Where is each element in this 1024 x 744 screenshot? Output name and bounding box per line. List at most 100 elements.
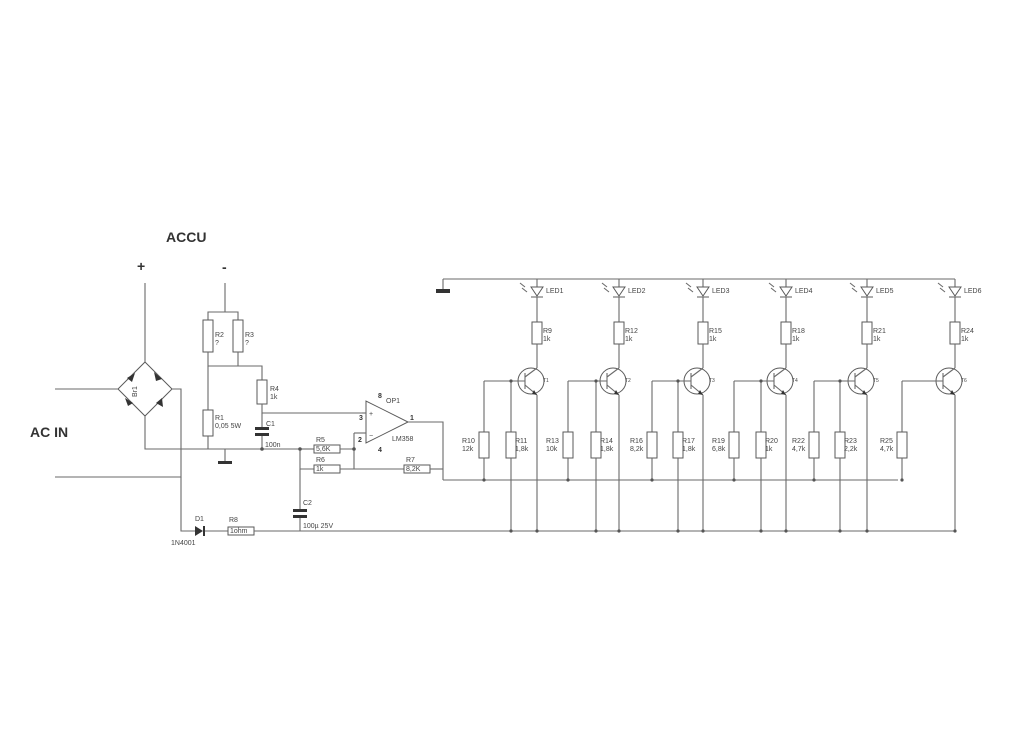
t5-label: T5 xyxy=(873,378,879,384)
led-1-label: LED1 xyxy=(546,288,564,295)
opamp-lm358: + − xyxy=(365,400,410,444)
resistor-r18 xyxy=(780,321,792,345)
led-3-label: LED3 xyxy=(712,288,730,295)
resistor-r22 xyxy=(808,431,820,459)
capacitor-c1 xyxy=(255,427,269,430)
resistor-r2 xyxy=(202,319,214,353)
r11-name: R11 xyxy=(515,438,527,445)
r16-value: 8,2k xyxy=(630,446,644,453)
resistor-r13 xyxy=(562,431,574,459)
resistor-r10 xyxy=(478,431,490,459)
led-3-symbol xyxy=(696,286,710,297)
r15-value: 1k xyxy=(709,336,717,343)
r9-name: R9 xyxy=(543,328,552,335)
r1-value: 0,05 5W xyxy=(215,423,241,430)
opamp-pin1: 1 xyxy=(410,415,414,422)
r3-name: R3 xyxy=(245,332,254,339)
bridge-rectifier: Br1 xyxy=(117,361,173,417)
r13-value: 10k xyxy=(546,446,558,453)
top-rail-ground xyxy=(436,289,450,293)
r19-name: R19 xyxy=(712,438,725,445)
resistor-r25 xyxy=(896,431,908,459)
r23-value: 2,2k xyxy=(844,446,858,453)
diode-d1 xyxy=(195,526,203,536)
r1-name: R1 xyxy=(215,415,224,422)
r19-value: 6,8k xyxy=(712,446,726,453)
c1-name: C1 xyxy=(266,421,275,428)
bridge-label: Br1 xyxy=(132,386,139,397)
r17-value: 1,8k xyxy=(682,446,696,453)
r22-value: 4,7k xyxy=(792,446,806,453)
resistor-r23 xyxy=(834,431,846,459)
r14-name: R14 xyxy=(600,438,613,445)
led-5-light-icon xyxy=(849,282,858,293)
r10-value: 12k xyxy=(462,446,474,453)
svg-text:−: − xyxy=(369,433,373,440)
r16-name: R16 xyxy=(630,438,643,445)
resistor-r11 xyxy=(505,431,517,459)
led-2-light-icon xyxy=(601,282,610,293)
c1-value: 100n xyxy=(265,442,281,449)
ac-in-label: AC IN xyxy=(30,424,68,440)
led-6-light-icon xyxy=(937,282,946,293)
r25-value: 4,7k xyxy=(880,446,894,453)
t3-label: T3 xyxy=(709,378,715,384)
resistor-r14 xyxy=(590,431,602,459)
led-2-label: LED2 xyxy=(628,288,646,295)
r13-name: R13 xyxy=(546,438,559,445)
r12-value: 1k xyxy=(625,336,633,343)
led-4-symbol xyxy=(779,286,793,297)
opamp-pin4: 4 xyxy=(378,447,382,454)
r7-value: 8,2K xyxy=(406,466,421,473)
resistor-r3 xyxy=(232,319,244,353)
resistor-r4 xyxy=(256,379,268,405)
led-6-symbol xyxy=(948,286,962,297)
svg-text:+: + xyxy=(369,411,373,418)
t2-label: T2 xyxy=(625,378,631,384)
r18-name: R18 xyxy=(792,328,805,335)
r4-value: 1k xyxy=(270,394,278,401)
r21-name: R21 xyxy=(873,328,886,335)
r6-name: R6 xyxy=(316,457,325,464)
led-4-light-icon xyxy=(768,282,777,293)
led-5-symbol xyxy=(860,286,874,297)
accu-minus-label: - xyxy=(222,259,227,275)
r6-value: 1k xyxy=(316,466,324,473)
resistor-r1 xyxy=(202,409,214,437)
r23-name: R23 xyxy=(844,438,857,445)
r12-name: R12 xyxy=(625,328,638,335)
led-2-symbol xyxy=(612,286,626,297)
opamp-pin3: 3 xyxy=(359,415,363,422)
led-1-light-icon xyxy=(519,282,528,293)
r5-value: 5,6K xyxy=(316,446,331,453)
r8-name: R8 xyxy=(229,517,238,524)
resistor-r20 xyxy=(755,431,767,459)
led-4-label: LED4 xyxy=(795,288,813,295)
r8-value: 1ohm xyxy=(230,528,248,535)
r5-name: R5 xyxy=(316,437,325,444)
r20-value: 1k xyxy=(765,446,773,453)
led-stages: LED1R91kT1R1012kR111,8kLED2R121kT2R1310k… xyxy=(462,279,982,533)
r3-value: ? xyxy=(245,340,249,347)
r15-name: R15 xyxy=(709,328,722,335)
led-1-symbol xyxy=(530,286,544,297)
t1-label: T1 xyxy=(543,378,549,384)
resistor-r9 xyxy=(531,321,543,345)
r2-name: R2 xyxy=(215,332,224,339)
opamp-name: OP1 xyxy=(386,398,400,405)
c2-name: C2 xyxy=(303,500,312,507)
r10-name: R10 xyxy=(462,438,475,445)
r20-name: R20 xyxy=(765,438,778,445)
led-5-label: LED5 xyxy=(876,288,894,295)
r21-value: 1k xyxy=(873,336,881,343)
r17-name: R17 xyxy=(682,438,695,445)
r24-name: R24 xyxy=(961,328,974,335)
resistor-r21 xyxy=(861,321,873,345)
resistor-r19 xyxy=(728,431,740,459)
t4-label: T4 xyxy=(792,378,798,384)
r9-value: 1k xyxy=(543,336,551,343)
resistor-r16 xyxy=(646,431,658,459)
r22-name: R22 xyxy=(792,438,805,445)
r24-value: 1k xyxy=(961,336,969,343)
